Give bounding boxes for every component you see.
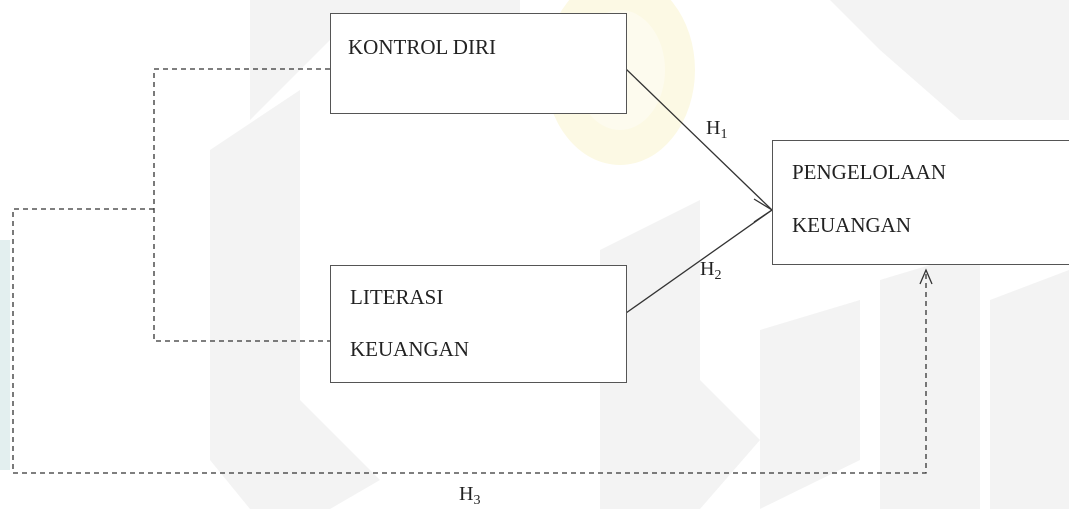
h3-arrowhead xyxy=(919,268,933,285)
h2-arrow-line xyxy=(625,209,773,314)
h1-label: H1 xyxy=(706,117,727,142)
pengelolaan-keuangan-box xyxy=(772,140,1069,265)
h3-letter: H xyxy=(459,483,474,505)
literasi-keuangan-label-line1: LITERASI xyxy=(350,285,444,309)
h2-label: H2 xyxy=(700,258,721,283)
converging-arrowhead xyxy=(753,198,774,223)
kontrol-diri-label: KONTROL DIRI xyxy=(348,35,496,59)
dashed-bracket-connector xyxy=(153,68,330,342)
h1-index: 1 xyxy=(720,127,728,142)
pengelolaan-keuangan-label-line2: KEUANGAN xyxy=(792,213,911,237)
pengelolaan-keuangan-label-line1: PENGELOLAAN xyxy=(792,160,946,184)
h3-index: 3 xyxy=(473,493,481,508)
kontrol-diri-box xyxy=(330,13,627,114)
h1-letter: H xyxy=(706,117,721,139)
literasi-keuangan-box xyxy=(330,265,627,383)
h2-letter: H xyxy=(700,258,715,280)
h3-label: H3 xyxy=(459,483,480,508)
literasi-keuangan-label-line2: KEUANGAN xyxy=(350,337,469,361)
h2-index: 2 xyxy=(714,268,722,283)
h1-arrow-line xyxy=(625,68,773,211)
h3-dashed-path xyxy=(12,208,927,474)
